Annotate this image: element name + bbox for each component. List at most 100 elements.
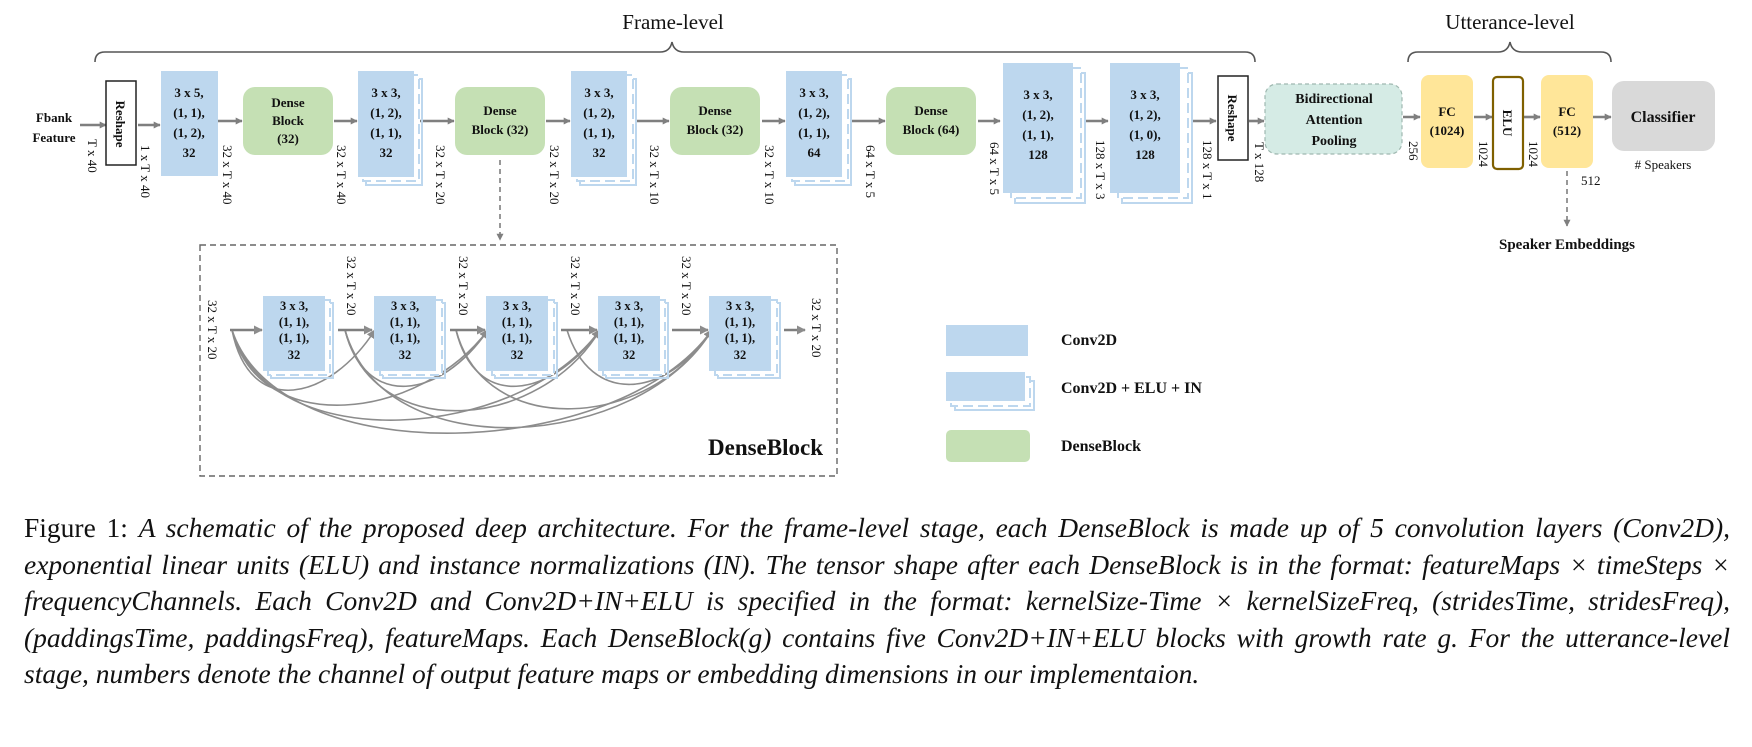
- svg-text:128: 128: [1135, 147, 1155, 162]
- num-speakers-label: # Speakers: [1635, 157, 1692, 172]
- conv2d-elu-in-block-3: 3 x 3, (1, 2), (1, 1), 32 32 x T x 10: [571, 71, 662, 204]
- svg-text:(1, 1),: (1, 1),: [279, 331, 309, 345]
- svg-text:Block (64): Block (64): [903, 122, 960, 137]
- svg-text:(1, 2),: (1, 2),: [798, 105, 829, 120]
- svg-text:32: 32: [288, 348, 301, 362]
- dim-dense-1: 32 x T x 40: [334, 145, 349, 204]
- svg-text:3 x 3,: 3 x 3,: [1130, 87, 1159, 102]
- utterance-level-brace: Utterance-level: [1407, 10, 1612, 63]
- svg-text:3 x 3,: 3 x 3,: [503, 299, 531, 313]
- conv2d-elu-in-block-5: 3 x 3, (1, 2), (1, 1), 128 128 x T x 3: [1003, 63, 1108, 204]
- svg-text:(1, 1),: (1, 1),: [370, 125, 401, 140]
- svg-text:64: 64: [808, 145, 822, 160]
- svg-text:3 x 3,: 3 x 3,: [1023, 87, 1052, 102]
- svg-text:(1, 1),: (1, 1),: [798, 125, 829, 140]
- dense-conv-1: 3 x 3, (1, 1), (1, 1), 32: [263, 296, 334, 379]
- svg-text:DenseBlock: DenseBlock: [1061, 438, 1141, 455]
- dense-dim-5: 32 x T x 20: [809, 298, 824, 357]
- svg-text:(1, 1),: (1, 1),: [1022, 127, 1053, 142]
- svg-text:32: 32: [399, 348, 412, 362]
- dim-conv-6: 128 x T x 1: [1200, 140, 1215, 199]
- dim-dense-4: 64 x T x 5: [987, 142, 1002, 195]
- dense-block-detail-title: DenseBlock: [708, 435, 823, 460]
- svg-text:3 x 3,: 3 x 3,: [615, 299, 643, 313]
- dim-fc-2: 512: [1581, 173, 1601, 188]
- svg-text:Reshape: Reshape: [113, 101, 128, 148]
- elu-layer: ELU 1024: [1491, 75, 1541, 171]
- main-arrows: [80, 113, 1612, 129]
- svg-text:Dense: Dense: [698, 103, 731, 118]
- svg-text:Feature: Feature: [32, 130, 75, 145]
- legend-denseblock: DenseBlock: [946, 430, 1141, 462]
- dense-block-2: Dense Block (32) 32 x T x 20: [455, 87, 562, 204]
- dim-conv-2: 32 x T x 20: [433, 145, 448, 204]
- svg-text:3 x 3,: 3 x 3,: [391, 299, 419, 313]
- svg-text:Conv2D + ELU + IN: Conv2D + ELU + IN: [1061, 380, 1202, 397]
- svg-text:Dense: Dense: [483, 103, 516, 118]
- dense-block-4: Dense Block (64) 64 x T x 5: [886, 87, 1002, 195]
- svg-text:(1, 2),: (1, 2),: [173, 125, 204, 140]
- svg-text:128: 128: [1028, 147, 1048, 162]
- svg-text:(1, 2),: (1, 2),: [583, 105, 614, 120]
- svg-text:(32): (32): [277, 131, 299, 146]
- dense-block-3: Dense Block (32) 32 x T x 10: [670, 87, 777, 204]
- svg-text:(1, 1),: (1, 1),: [502, 315, 532, 329]
- svg-text:Block (32): Block (32): [687, 122, 744, 137]
- fbank-feature-input: Fbank Feature T x 40: [32, 110, 100, 173]
- dim-conv-5: 128 x T x 3: [1093, 140, 1108, 199]
- utterance-level-label: Utterance-level: [1445, 10, 1575, 34]
- svg-text:(1, 2),: (1, 2),: [1129, 107, 1160, 122]
- svg-text:(1, 1),: (1, 1),: [725, 315, 755, 329]
- svg-text:(1, 1),: (1, 1),: [173, 105, 204, 120]
- dim-dense-2: 32 x T x 20: [547, 145, 562, 204]
- figure-caption: Figure 1: A schematic of the proposed de…: [24, 510, 1730, 693]
- speaker-embeddings: Speaker Embeddings: [1499, 171, 1635, 253]
- svg-text:(1, 1),: (1, 1),: [725, 331, 755, 345]
- svg-text:Block (32): Block (32): [472, 122, 529, 137]
- reshape-block-2: Reshape T x 128: [1217, 75, 1267, 182]
- svg-text:32: 32: [593, 145, 606, 160]
- legend: Conv2D Conv2D + ELU + IN DenseBlock: [946, 325, 1202, 462]
- dense-dim-2: 32 x T x 20: [456, 256, 471, 315]
- svg-text:FC: FC: [1438, 104, 1455, 119]
- svg-text:3 x 5,: 3 x 5,: [174, 85, 203, 100]
- dense-dim-3: 32 x T x 20: [568, 256, 583, 315]
- svg-text:Bidirectional: Bidirectional: [1295, 92, 1373, 107]
- dim-reshape-1: 1 x T x 40: [138, 145, 153, 198]
- dense-block-detail: DenseBlock 3 x 3,: [199, 244, 838, 477]
- dim-conv-4: 64 x T x 5: [863, 145, 878, 198]
- svg-text:Fbank: Fbank: [36, 110, 73, 125]
- svg-text:(1, 1),: (1, 1),: [502, 331, 532, 345]
- fc-layer-2: FC (512) 512: [1541, 75, 1601, 188]
- svg-text:(1, 1),: (1, 1),: [279, 315, 309, 329]
- svg-text:Speaker Embeddings: Speaker Embeddings: [1499, 237, 1635, 253]
- svg-text:(1, 1),: (1, 1),: [583, 125, 614, 140]
- svg-text:(1, 0),: (1, 0),: [1129, 127, 1160, 142]
- svg-text:(512): (512): [1553, 123, 1581, 138]
- dense-block-1: Dense Block (32) 32 x T x 40: [243, 87, 349, 204]
- caption-lead: Figure 1:: [24, 512, 139, 543]
- svg-text:FC: FC: [1558, 104, 1575, 119]
- dim-reshape-2: T x 128: [1252, 142, 1267, 182]
- conv2d-block-1: 3 x 5, (1, 1), (1, 2), 32 32 x T x 40: [161, 71, 235, 204]
- dim-dense-3: 32 x T x 10: [762, 145, 777, 204]
- svg-text:(1, 2),: (1, 2),: [1022, 107, 1053, 122]
- svg-text:(1, 2),: (1, 2),: [370, 105, 401, 120]
- conv2d-elu-in-block-4: 3 x 3, (1, 2), (1, 1), 64 64 x T x 5: [786, 71, 878, 198]
- svg-text:Pooling: Pooling: [1311, 134, 1356, 149]
- dim-pooling: 256: [1406, 141, 1421, 161]
- reshape-block-1: Reshape 1 x T x 40: [105, 80, 153, 198]
- dim-conv-1: 32 x T x 40: [220, 145, 235, 204]
- dense-dim-1: 32 x T x 20: [344, 256, 359, 315]
- svg-text:Reshape: Reshape: [1225, 95, 1240, 142]
- svg-text:(1, 1),: (1, 1),: [614, 331, 644, 345]
- svg-text:3 x 3,: 3 x 3,: [726, 299, 754, 313]
- svg-text:(1, 1),: (1, 1),: [390, 315, 420, 329]
- dim-input: T x 40: [85, 139, 100, 173]
- caption-body: A schematic of the proposed deep archite…: [24, 512, 1730, 689]
- svg-text:32: 32: [380, 145, 393, 160]
- legend-conv2d: Conv2D: [946, 325, 1117, 356]
- dense-dim-0: 32 x T x 20: [205, 300, 220, 359]
- dense-conv-3: 3 x 3, (1, 1), (1, 1), 32: [486, 296, 558, 379]
- svg-text:Attention: Attention: [1306, 113, 1363, 128]
